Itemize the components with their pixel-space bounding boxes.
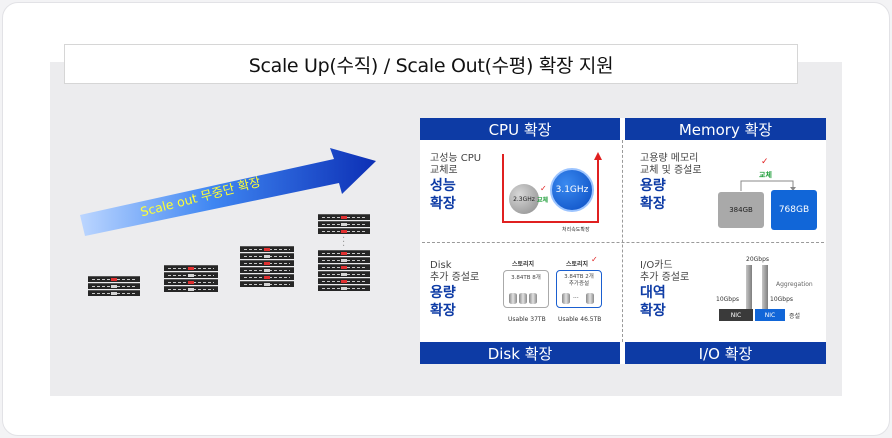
memory-old-module: 384GB <box>718 192 764 228</box>
disk-before-storage-label: 스토리지 <box>512 261 535 268</box>
server-unit <box>240 274 294 280</box>
server-unit <box>318 271 370 277</box>
io-aggregation-label: Aggregation <box>776 281 813 288</box>
server-stack-4-top <box>318 214 370 234</box>
memory-check-icon: ✓ <box>761 157 769 167</box>
io-description: I/O카드 추가 증설로 대역 확장 <box>640 260 690 319</box>
server-unit <box>318 221 370 227</box>
disk-check-icon: ✓ <box>591 255 598 264</box>
disk-header: Disk 확장 <box>420 342 620 364</box>
quadrant-divider-horizontal <box>422 242 824 243</box>
disk-drive-icon <box>519 293 527 304</box>
memory-new-module: 768GB <box>771 190 817 230</box>
server-unit <box>318 257 370 263</box>
page-title: Scale Up(수직) / Scale Out(수평) 확장 지원 <box>248 54 614 77</box>
io-header: I/O 확장 <box>625 342 826 364</box>
server-stack-continuation: ··· <box>342 233 346 252</box>
server-unit <box>88 290 140 296</box>
server-unit <box>240 267 294 273</box>
io-nic-added: NIC <box>755 309 785 321</box>
server-unit <box>240 246 294 252</box>
disk-description: Disk 추가 증설로 용량 확장 <box>430 260 480 319</box>
disk-after-spec-2: 추가증설 <box>568 281 590 287</box>
server-unit <box>318 228 370 234</box>
cpu-header: CPU 확장 <box>420 118 620 140</box>
server-stack-2 <box>164 265 218 292</box>
server-unit <box>318 264 370 270</box>
server-unit <box>240 260 294 266</box>
server-unit <box>164 279 218 285</box>
disk-after-usable: Usable 46.5TB <box>558 316 602 323</box>
disk-drive-icon <box>529 293 537 304</box>
io-left-pipe <box>746 265 752 309</box>
scale-out-arrow <box>80 148 376 236</box>
server-unit <box>318 278 370 284</box>
io-left-bandwidth: 10Gbps <box>716 296 740 303</box>
title-box: Scale Up(수직) / Scale Out(수평) 확장 지원 <box>64 44 798 84</box>
disk-drive-icon <box>509 293 517 304</box>
cpu-new-chip: 3.1GHz <box>550 168 594 212</box>
io-add-label: 증설 <box>789 313 801 320</box>
cpu-old-chip: 2.3GHz <box>509 184 539 214</box>
memory-description: 고용량 메모리 교체 및 증설로 용량 확장 <box>640 153 702 212</box>
server-unit <box>164 272 218 278</box>
cpu-description: 고성능 CPU 교체로 성능 확장 <box>430 153 482 212</box>
disk-ellipsis: ··· <box>573 295 579 302</box>
io-right-bandwidth: 10Gbps <box>770 296 794 303</box>
server-unit <box>88 276 140 282</box>
cpu-axes <box>502 152 602 223</box>
cpu-axis-caption: 처리속도확장 <box>562 227 590 233</box>
disk-after-storage-label: 스토리지 <box>566 261 589 268</box>
server-unit <box>318 250 370 256</box>
cpu-check-icon: ✓ <box>540 184 547 193</box>
server-unit <box>318 214 370 220</box>
quadrant-divider-vertical <box>622 140 623 342</box>
disk-drive-icon <box>562 293 570 304</box>
io-top-bandwidth: 20Gbps <box>746 256 770 263</box>
server-unit <box>240 253 294 259</box>
server-stack-4-bottom <box>318 250 370 291</box>
disk-before-spec: 3.84TB 8개 <box>511 275 541 281</box>
expansion-quadrants <box>420 118 826 364</box>
server-unit <box>88 283 140 289</box>
io-nic-existing: NIC <box>719 309 753 321</box>
disk-after-spec-1: 3.84TB 2개 <box>564 274 594 280</box>
cpu-swap-label: 교체 <box>537 197 549 204</box>
disk-drive-icon <box>586 293 594 304</box>
io-right-pipe <box>762 265 768 309</box>
memory-connector <box>740 180 796 191</box>
server-unit <box>164 265 218 271</box>
server-unit <box>240 281 294 287</box>
server-unit <box>318 285 370 291</box>
memory-swap-label: 교체 <box>759 171 772 179</box>
memory-header: Memory 확장 <box>625 118 826 140</box>
disk-before-usable: Usable 37TB <box>508 316 546 323</box>
server-stack-1 <box>88 276 140 296</box>
server-unit <box>164 286 218 292</box>
server-stack-3 <box>240 246 294 287</box>
